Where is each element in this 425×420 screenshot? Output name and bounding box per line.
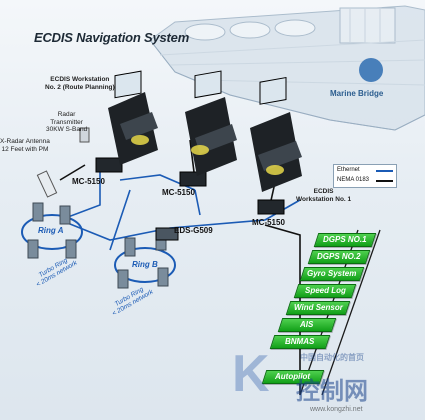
workstation2-label: ECDIS Workstation No. 2 (Route Planning) [45,76,115,91]
radar-antenna-label: X-Radar Antenna 12 Feet with PM [0,138,50,153]
watermark-title: 控制网 [296,377,368,405]
workstation-middle [185,70,237,176]
radar-antenna [36,127,90,198]
legend-nema-swatch [376,180,393,182]
sensor-bnmas: BNMAS [269,335,331,349]
sensor-wind-sensor: Wind Sensor [285,301,351,315]
ring-b [114,231,176,289]
workstation-1 [250,76,302,192]
device-mc5150-c: MC-5150 [252,218,285,227]
sensor-dgps-2: DGPS NO.2 [307,250,371,264]
device-eds-g509: EDS-G509 [174,226,213,235]
sensor-dgps-1: DGPS NO.1 [313,233,377,247]
ring-b-label: Ring B [132,260,158,269]
sensor-ais: AIS [277,318,337,332]
marine-bridge-marker [359,58,383,82]
legend: Ethernet NEMA 0183 [333,164,397,188]
legend-ethernet: Ethernet [334,165,396,175]
watermark-subtitle: 中国自动化的首页 [300,353,364,362]
watermark-logo: K [232,345,270,403]
radar-transmitter-label: Radar Transmitter 30KW S-Band [46,111,88,133]
ring-a-label: Ring A [38,226,64,235]
workstation1-label: ECDIS Workstation No. 1 [296,188,352,203]
sensor-speed-log: Speed Log [293,284,357,298]
device-boxes [95,157,285,241]
page-title: ECDIS Navigation System [34,30,190,45]
sensor-gyro-system: Gyro System [299,267,365,281]
device-mc5150-b: MC-5150 [162,188,195,197]
device-mc5150-a: MC-5150 [72,177,105,186]
legend-nema: NEMA 0183 [334,175,396,185]
ship-illustration [149,5,425,131]
marine-bridge-label: Marine Bridge [330,89,384,98]
watermark-url: www.kongzhi.net [310,406,363,413]
workstation-2 [108,70,158,165]
legend-ethernet-swatch [376,170,393,172]
ring-a [21,202,83,259]
